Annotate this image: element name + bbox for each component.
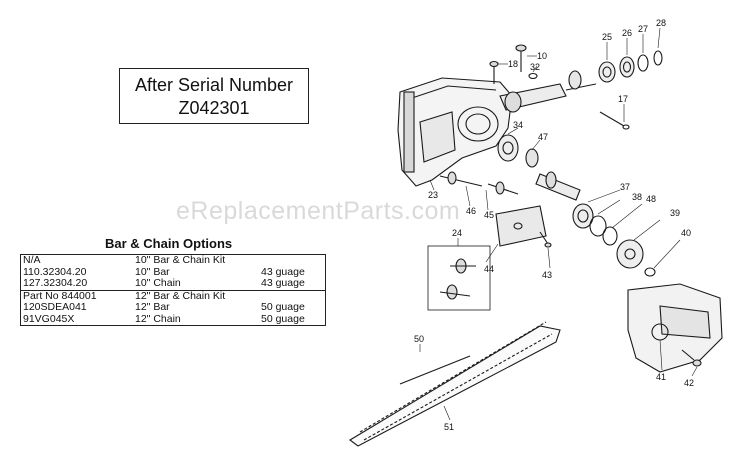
part-number: Part No 844001 bbox=[20, 289, 133, 302]
guide-bar-50 bbox=[349, 321, 561, 447]
part-description: 12" Bar & Chain Kit bbox=[133, 289, 259, 302]
bar-chain-options-table: N/A 10" Bar & Chain Kit 110.32304.20 10"… bbox=[20, 254, 326, 326]
callout-43: 43 bbox=[542, 270, 552, 280]
options-title: Bar & Chain Options bbox=[105, 236, 233, 251]
part-description: 12" Chain bbox=[133, 313, 259, 326]
bearing-set-upper bbox=[598, 50, 663, 83]
part-gauge: 43 guage bbox=[259, 266, 326, 278]
callout-labels: 10 18 32 25 26 27 28 17 34 47 23 46 45 3… bbox=[414, 18, 694, 432]
gear-housing bbox=[397, 77, 513, 187]
table-row: 120SDEA041 12" Bar 50 guage bbox=[20, 301, 326, 314]
bearing-34-47 bbox=[497, 134, 539, 168]
callout-32: 32 bbox=[530, 62, 540, 72]
bearing-38-48 bbox=[589, 215, 618, 246]
screws-upper bbox=[489, 44, 630, 130]
serial-box-line1: After Serial Number bbox=[134, 75, 294, 95]
part-description: 10" Bar & Chain Kit bbox=[133, 254, 259, 267]
callout-17: 17 bbox=[618, 94, 628, 104]
part-number: 120SDEA041 bbox=[20, 301, 133, 314]
kit-24 bbox=[427, 245, 491, 311]
callout-38: 38 bbox=[632, 192, 642, 202]
callout-42: 42 bbox=[684, 378, 694, 388]
table-row: 91VG045X 12" Chain 50 guage bbox=[20, 313, 326, 326]
table-row: Part No 844001 12" Bar & Chain Kit bbox=[20, 289, 326, 302]
callout-18: 18 bbox=[508, 59, 518, 69]
callout-39: 39 bbox=[670, 208, 680, 218]
watermark: eReplacementParts.com bbox=[176, 197, 461, 225]
callout-23: 23 bbox=[428, 190, 438, 200]
part-description: 12" Bar bbox=[135, 301, 170, 313]
callout-41: 41 bbox=[656, 372, 666, 382]
callout-47: 47 bbox=[538, 132, 548, 142]
part-number: 110.32304.20 bbox=[20, 266, 133, 278]
callout-26: 26 bbox=[622, 28, 632, 38]
bar-plate-44 bbox=[495, 205, 552, 248]
callout-24: 24 bbox=[452, 228, 462, 238]
part-gauge bbox=[259, 289, 326, 302]
callout-51: 51 bbox=[444, 422, 454, 432]
table-row: N/A 10" Bar & Chain Kit bbox=[20, 254, 326, 267]
part-description: 10" Chain bbox=[135, 277, 181, 289]
callout-40: 40 bbox=[681, 228, 691, 238]
callout-25: 25 bbox=[602, 32, 612, 42]
part-gauge: 50 guage bbox=[259, 313, 326, 326]
callout-28: 28 bbox=[656, 18, 666, 28]
part-description: 10" Bar bbox=[135, 265, 170, 278]
part-number: 91VG045X bbox=[20, 313, 133, 326]
chain-guard-41 bbox=[627, 283, 723, 373]
part-gauge: 50 guage bbox=[259, 301, 326, 314]
sprocket-39 bbox=[616, 239, 656, 277]
callout-45: 45 bbox=[484, 210, 494, 220]
callout-46: 46 bbox=[466, 206, 476, 216]
table-row: 110.32304.20 10" Bar 43 guage bbox=[20, 265, 326, 278]
callout-44: 44 bbox=[484, 264, 494, 274]
serial-number-box: After Serial Number Z042301 bbox=[119, 68, 309, 124]
table-row: 127.32304.20 10" Chain 43 guage bbox=[20, 277, 326, 290]
callout-27: 27 bbox=[638, 24, 648, 34]
part-gauge: 43 guage bbox=[259, 277, 326, 290]
gear-shaft-37 bbox=[535, 171, 594, 229]
shafts-46-45 bbox=[439, 171, 519, 195]
part-number: N/A bbox=[20, 254, 133, 267]
callout-34: 34 bbox=[513, 120, 523, 130]
callout-48: 48 bbox=[646, 194, 656, 204]
callout-37: 37 bbox=[620, 182, 630, 192]
callout-50: 50 bbox=[414, 334, 424, 344]
upper-shaft bbox=[499, 70, 597, 113]
part-number: 127.32304.20 bbox=[20, 277, 133, 290]
leader-lines bbox=[419, 27, 698, 421]
part-gauge bbox=[259, 254, 326, 267]
serial-box-line2: Z042301 bbox=[178, 98, 250, 118]
callout-10: 10 bbox=[537, 51, 547, 61]
